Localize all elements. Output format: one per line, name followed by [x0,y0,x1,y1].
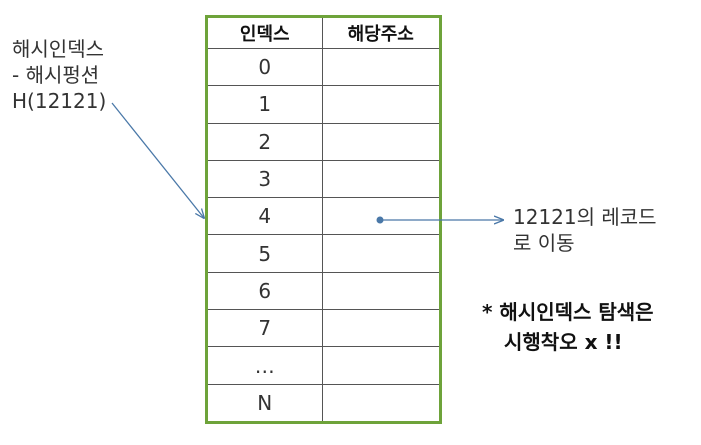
header-index: 인덱스 [208,18,323,49]
index-cell: … [208,346,323,385]
hash-index-text: 해시인덱스 [12,37,104,61]
record-text-line1: 12121의 레코드 [513,205,657,229]
index-cell: N [208,383,323,421]
index-cell: 1 [208,85,323,124]
address-cell [321,346,439,385]
record-label: 12121의 레코드 로 이동 [513,204,657,256]
index-cell: 7 [208,309,323,348]
hash-function-label: 해시인덱스 - 해시펑션 H(12121) [12,36,106,114]
note-line1: * 해시인덱스 탐색은 [482,300,654,324]
note-text: * 해시인덱스 탐색은 시행착오 x !! [482,297,654,357]
table-row: 3 [208,159,439,199]
table-row: N [208,383,439,421]
address-cell [321,383,439,421]
table-row: … [208,346,439,385]
address-cell [321,85,439,124]
address-cell [321,197,439,236]
index-cell: 6 [208,271,323,311]
table-row: 4 [208,197,439,236]
address-cell [321,47,439,87]
address-cell [321,234,439,273]
record-text-line2: 로 이동 [513,231,575,255]
table-header-row: 인덱스 해당주소 [208,18,439,49]
address-cell [321,271,439,311]
hash-arrow [111,102,204,218]
hash-call-text: H(12121) [12,89,107,113]
hash-function-text: - 해시펑션 [12,63,100,87]
table-row: 1 [208,85,439,124]
table-row: 2 [208,122,439,161]
table-row: 6 [208,271,439,311]
note-line2: 시행착오 x !! [504,330,623,354]
hash-index-table: 인덱스 해당주소 0 1 2 3 4 5 6 7 … N [208,18,439,421]
hash-table: 인덱스 해당주소 0 1 2 3 4 5 6 7 … N [205,15,442,424]
header-address: 해당주소 [321,18,439,49]
